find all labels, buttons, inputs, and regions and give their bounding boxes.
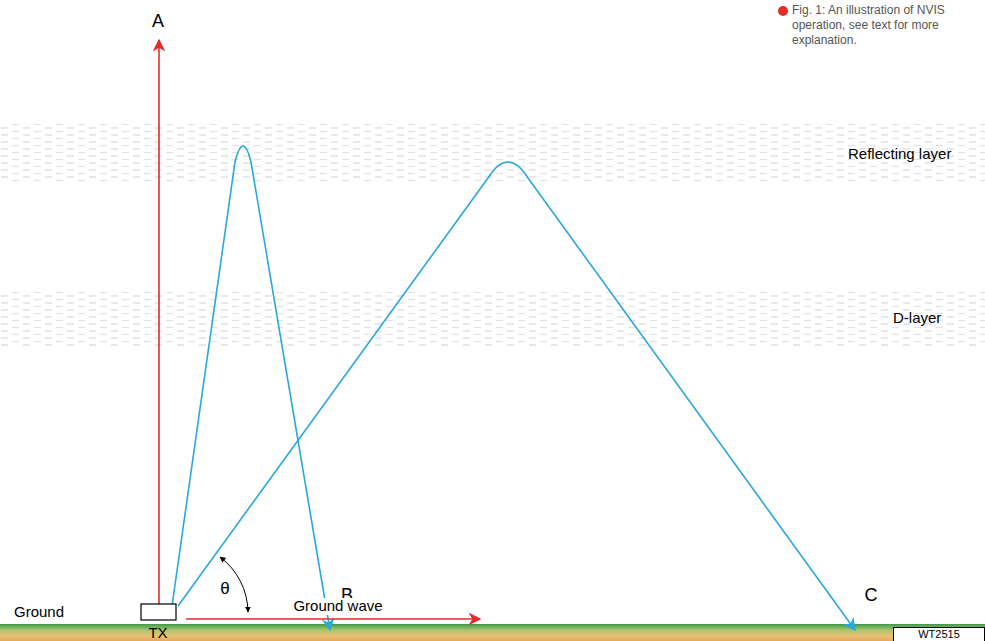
figure-code: WT2515 xyxy=(918,628,960,640)
angle-label: θ xyxy=(220,580,229,599)
ground-wave-arrow xyxy=(186,618,480,620)
ground-strip xyxy=(0,624,985,641)
wave-label: Ground wave xyxy=(291,598,384,615)
long-skip-ray xyxy=(178,162,855,630)
reflecting-band xyxy=(0,124,985,182)
layer-label: D-layer xyxy=(893,310,941,327)
ray-label: C xyxy=(865,586,878,606)
angle-arc xyxy=(220,557,248,612)
caption-bullet xyxy=(778,6,788,16)
code-box xyxy=(894,628,985,641)
short-skip-ray xyxy=(172,146,330,630)
transmitter-box xyxy=(141,604,176,620)
figure-caption: Fig. 1: An illustration of NVIS operatio… xyxy=(792,3,980,48)
ground-label: Ground xyxy=(14,604,64,621)
layer-label: Reflecting layer xyxy=(848,146,951,163)
d-layer-band xyxy=(0,292,985,346)
ray-label: A xyxy=(152,12,164,32)
vertical-ray xyxy=(158,40,160,604)
transmitter-label: TX xyxy=(148,625,167,641)
